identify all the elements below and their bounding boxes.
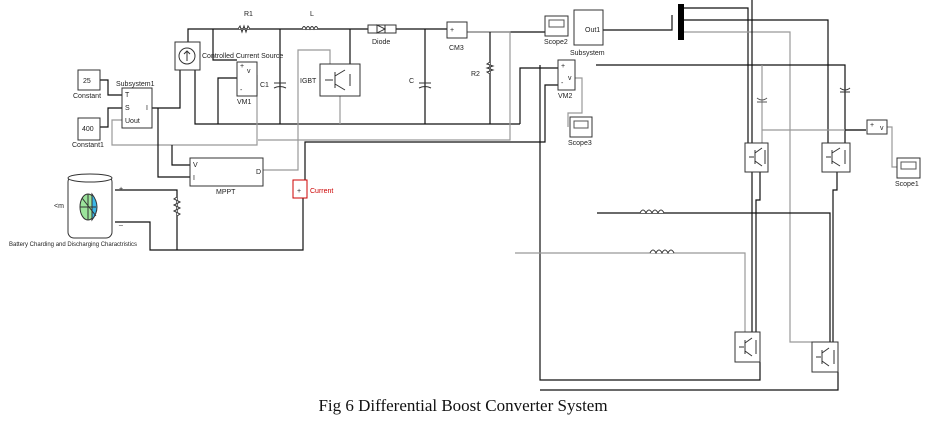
battery-label: Battery Charding and Discharging Charact… xyxy=(9,242,137,248)
figure-caption: Fig 6 Differential Boost Converter Syste… xyxy=(318,396,608,415)
igbt-icon xyxy=(325,69,351,91)
svg-text:+: + xyxy=(119,186,123,193)
resistor-load-icon[interactable] xyxy=(172,196,182,217)
port-i: I xyxy=(146,105,148,112)
c1-label: C1 xyxy=(260,82,269,89)
svg-text:+: + xyxy=(450,27,454,34)
igbt-module-4[interactable] xyxy=(811,341,839,373)
constant1-value: 400 xyxy=(82,126,94,133)
mppt-label: MPPT xyxy=(216,189,236,196)
capacitor-c-icon[interactable] xyxy=(418,82,432,89)
subsystem1-label: Subsystem1 xyxy=(116,81,155,88)
scope1-label: Scope1 xyxy=(895,181,919,188)
svg-text:v: v xyxy=(880,125,884,132)
subsystem1-block[interactable] xyxy=(121,87,153,129)
mppt-port-v: V xyxy=(193,162,198,169)
svg-text:+: + xyxy=(297,188,301,195)
constant-value: 25 xyxy=(83,78,91,85)
current-source-icon xyxy=(178,47,196,65)
r1-label: R1 xyxy=(244,11,253,18)
battery-port: <m xyxy=(54,203,64,210)
demux-bar[interactable] xyxy=(678,4,684,40)
inductor-upper-icon[interactable] xyxy=(639,209,665,215)
capacitor-right2-icon[interactable] xyxy=(839,87,851,93)
port-uout: Uout xyxy=(125,118,140,125)
inductor-lower-icon[interactable] xyxy=(649,249,675,255)
svg-text:-: - xyxy=(561,80,564,87)
diode-label: Diode xyxy=(372,39,390,46)
svg-text:+: + xyxy=(561,63,565,70)
cm3-block[interactable] xyxy=(446,21,468,39)
svg-text:-: - xyxy=(240,87,243,94)
igbt-module-2[interactable] xyxy=(821,142,851,173)
mppt-port-d: D xyxy=(256,169,261,176)
subsystem-block[interactable] xyxy=(573,9,604,46)
port-s: S xyxy=(125,105,130,112)
l-label: L xyxy=(310,11,314,18)
mppt-port-i: I xyxy=(193,175,195,182)
c-label: C xyxy=(409,78,414,85)
inductor-l-icon[interactable] xyxy=(301,26,319,31)
resistor-r1-icon[interactable] xyxy=(237,24,251,34)
wires xyxy=(100,0,897,391)
current-label: Current xyxy=(310,188,333,195)
constant1-block[interactable] xyxy=(77,117,101,141)
vm2-port: v xyxy=(568,75,572,82)
igbt-module-1[interactable] xyxy=(744,142,769,173)
scope3-label: Scope3 xyxy=(568,140,592,147)
capacitor-c1-icon[interactable] xyxy=(273,82,287,89)
svg-text:+: + xyxy=(240,63,244,70)
current-block[interactable] xyxy=(292,179,308,199)
mppt-block[interactable] xyxy=(189,157,264,187)
port-t: T xyxy=(125,92,130,99)
subsystem-label: Subsystem xyxy=(570,50,605,57)
svg-text:+: + xyxy=(870,122,874,129)
diode-icon xyxy=(376,24,387,34)
scope2-label: Scope2 xyxy=(544,39,568,46)
cm3-label: CM3 xyxy=(449,45,464,52)
resistor-r2-icon[interactable] xyxy=(485,61,495,75)
igbt-label: IGBT xyxy=(300,78,317,85)
vm1-label: VM1 xyxy=(237,99,252,106)
voltage-measurement-block[interactable] xyxy=(866,119,888,135)
vm1-block[interactable] xyxy=(236,61,258,97)
capacitor-right1-icon[interactable] xyxy=(756,97,768,103)
constant-block[interactable] xyxy=(77,69,101,91)
current-source-label: Controlled Current Source xyxy=(202,53,283,60)
vm2-block[interactable] xyxy=(557,59,576,91)
svg-text:_: _ xyxy=(118,219,123,226)
diode-block[interactable] xyxy=(367,24,397,34)
igbt-module-3[interactable] xyxy=(734,331,761,363)
constant-label: Constant xyxy=(73,93,101,100)
r2-label: R2 xyxy=(471,71,480,78)
subsystem-port: Out1 xyxy=(585,27,600,34)
vm1-port: v xyxy=(247,68,251,75)
battery-block[interactable] xyxy=(67,173,113,239)
vm2-label: VM2 xyxy=(558,93,573,100)
constant1-label: Constant1 xyxy=(72,142,104,149)
